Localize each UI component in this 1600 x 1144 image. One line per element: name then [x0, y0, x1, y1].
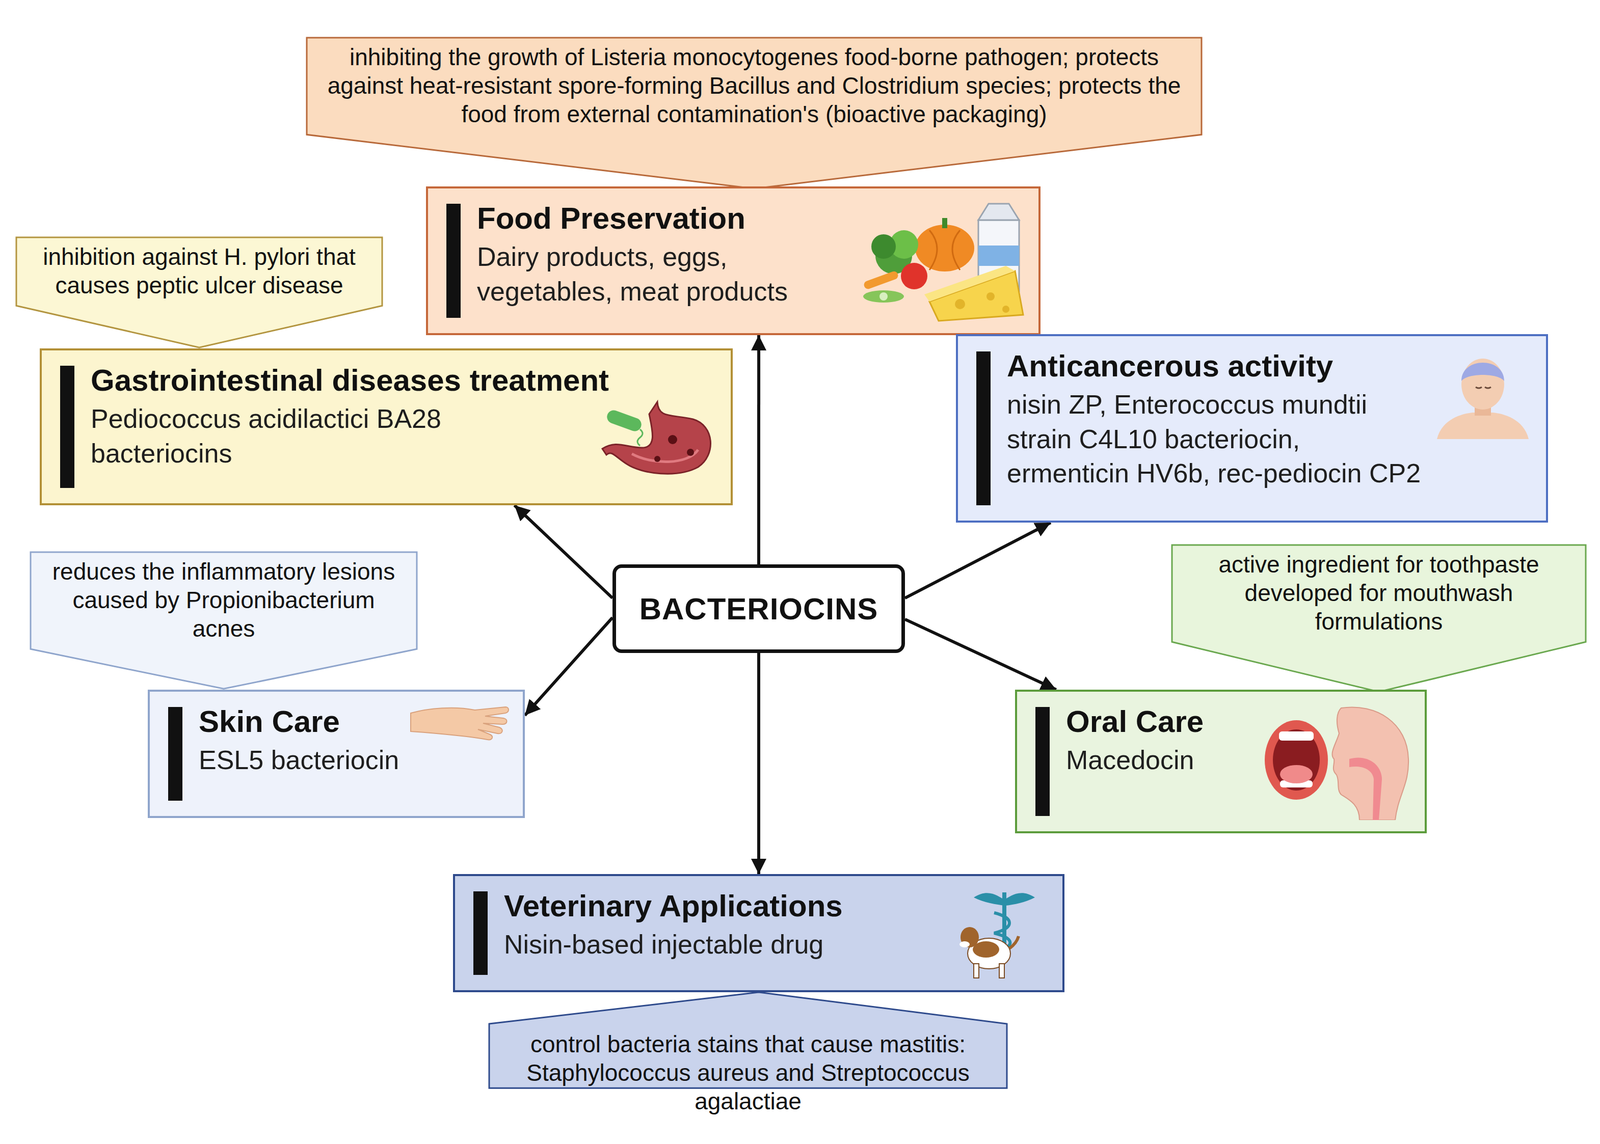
arrow-connector	[757, 335, 761, 565]
mouth-illustration	[1259, 703, 1413, 821]
skin-callout: reduces the inflammatory lesions caused …	[29, 551, 418, 690]
callout-text: active ingredient for toothpaste develop…	[1170, 544, 1587, 643]
category-box: Oral CareMacedocin	[1015, 689, 1427, 834]
callout-text: reduces the inflammatory lesions caused …	[29, 551, 418, 650]
category-box: Food PreservationDairy products, eggs, v…	[425, 186, 1041, 336]
callout-body: reduces the inflammatory lesions caused …	[29, 551, 418, 650]
category-examples: Nisin-based injectable drug	[503, 927, 1051, 963]
callout-body: inhibition against H. pylori that causes…	[15, 236, 384, 306]
oral-callout: active ingredient for toothpaste develop…	[1170, 544, 1587, 693]
hub-label: BACTERIOCINS	[639, 591, 879, 627]
accent-bar	[473, 891, 488, 976]
category-box: Anticancerous activitynisin ZP, Enteroco…	[955, 334, 1549, 523]
callout-text: inhibiting the growth of Listeria monocy…	[305, 36, 1203, 135]
accent-bar	[60, 365, 75, 489]
food-illustration	[852, 199, 1027, 323]
arrow-connector	[904, 619, 1057, 690]
callout-body: inhibiting the growth of Listeria monocy…	[305, 36, 1203, 135]
callout-body: active ingredient for toothpaste develop…	[1170, 544, 1587, 643]
arrow-connector	[524, 617, 613, 716]
callout-body: control bacteria stains that cause masti…	[488, 1024, 1008, 1123]
hub-box: BACTERIOCINS	[612, 564, 905, 654]
category-box: Veterinary ApplicationsNisin-based injec…	[452, 874, 1065, 993]
arrow-connector	[757, 653, 761, 875]
accent-bar	[168, 707, 183, 802]
veterinary-illustration	[958, 887, 1051, 980]
category-box: Gastrointestinal diseases treatment Pedi…	[39, 348, 733, 506]
category-heading: Veterinary Applications	[503, 887, 1051, 925]
category-heading: Gastrointestinal diseases treatment	[90, 361, 719, 399]
category-heading: Food Preservation	[476, 199, 1027, 237]
category-examples: Macedocin	[1065, 743, 1413, 779]
accent-bar	[1035, 707, 1050, 817]
category-examples: Dairy products, eggs, vegetables, meat p…	[476, 240, 1027, 309]
category-heading: Skin Care	[198, 703, 511, 741]
category-heading: Anticancerous activity	[1006, 347, 1534, 385]
gi-callout: inhibition against H. pylori that causes…	[15, 236, 384, 349]
category-examples: nisin ZP, Enterococcus mundtii strain C4…	[1006, 387, 1534, 492]
vet-callout: control bacteria stains that cause masti…	[488, 991, 1008, 1090]
callout-text: inhibition against H. pylori that causes…	[15, 236, 384, 306]
category-box: Skin CareESL5 bacteriocin	[147, 689, 525, 819]
category-examples: ESL5 bacteriocin	[198, 743, 511, 779]
accent-bar	[446, 203, 461, 318]
arrow-connector	[514, 505, 613, 599]
hand-illustration	[408, 703, 511, 742]
stomach-illustration	[596, 398, 719, 476]
accent-bar	[976, 351, 991, 506]
category-examples: Pediococcus acidilactici BA28 bacterioci…	[90, 402, 719, 471]
food-callout: inhibiting the growth of Listeria monocy…	[305, 36, 1203, 190]
callout-text: control bacteria stains that cause masti…	[488, 1024, 1008, 1123]
category-heading: Oral Care	[1065, 703, 1413, 741]
arrow-connector	[904, 522, 1051, 599]
patient-illustration	[1431, 347, 1534, 440]
